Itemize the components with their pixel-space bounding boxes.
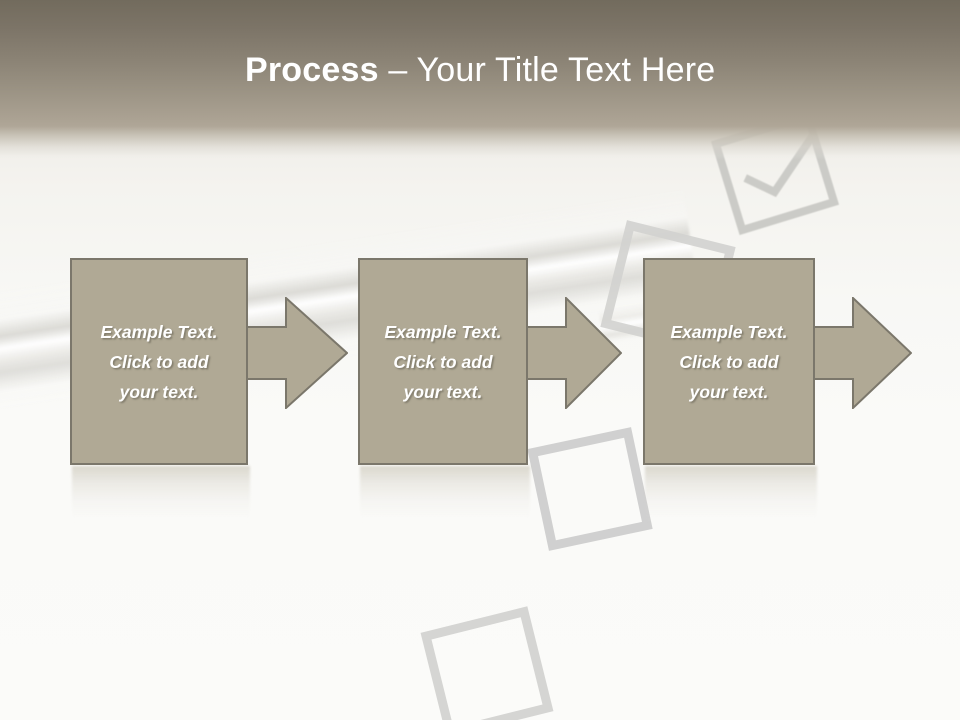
process-step-3-text[interactable]: Example Text. Click to add your text. <box>670 321 788 402</box>
header-fade <box>0 126 960 160</box>
page-title-strong: Process <box>245 51 379 89</box>
process-step-2-text[interactable]: Example Text. Click to add your text. <box>384 321 502 402</box>
process-step-1[interactable]: Example Text. Click to add your text. <box>70 258 248 465</box>
header-band <box>0 0 960 126</box>
reflection-step-3 <box>645 466 817 528</box>
process-step-1-text[interactable]: Example Text. Click to add your text. <box>100 321 218 402</box>
process-step-2[interactable]: Example Text. Click to add your text. <box>358 258 528 465</box>
rotated-square-decoration-center <box>527 427 653 551</box>
page-title: Process – Your Title Text Here <box>245 49 715 91</box>
process-arrow-3 <box>808 297 912 409</box>
reflection-step-2 <box>360 466 530 528</box>
process-arrow-1 <box>240 297 348 409</box>
rotated-square-decoration-bottom <box>420 606 554 720</box>
page-title-rest: – Your Title Text Here <box>378 51 716 89</box>
process-step-3[interactable]: Example Text. Click to add your text. <box>643 258 815 465</box>
reflection-step-1 <box>72 466 250 528</box>
process-arrow-2 <box>522 297 622 409</box>
